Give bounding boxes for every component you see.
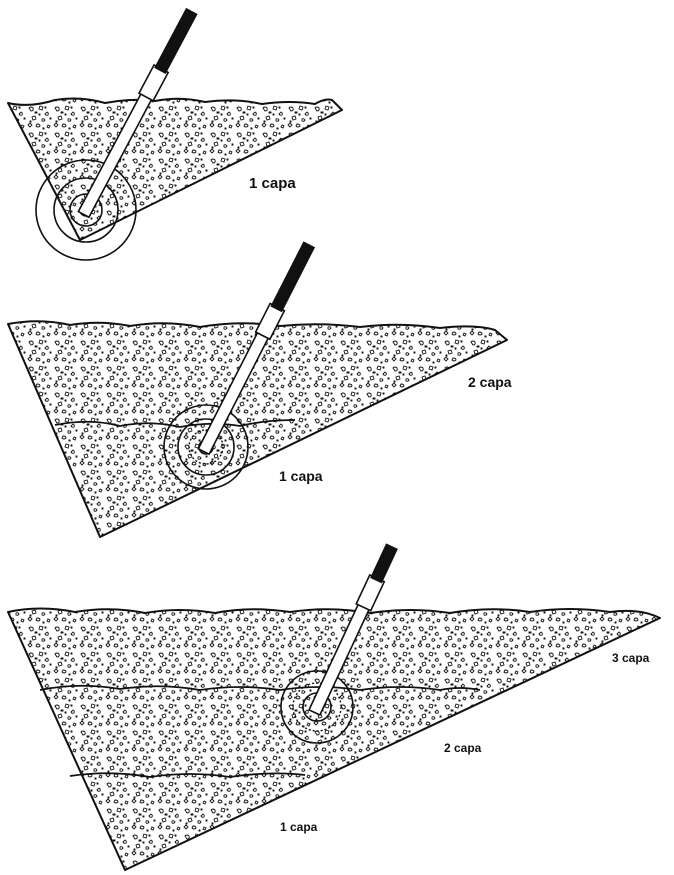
label-layer-3-panel-3: 3 capa (612, 651, 650, 665)
label-layer-1-panel-1: 1 capa (249, 175, 296, 192)
panel-2 (8, 241, 507, 537)
panel-3 (8, 543, 660, 870)
label-layer-2-panel-3: 2 capa (444, 741, 482, 755)
label-layer-1-panel-2: 1 capa (279, 468, 323, 484)
label-layer-2-panel-2: 2 capa (468, 374, 512, 390)
panel-1 (8, 8, 342, 260)
label-layer-1-panel-3: 1 capa (280, 820, 318, 834)
